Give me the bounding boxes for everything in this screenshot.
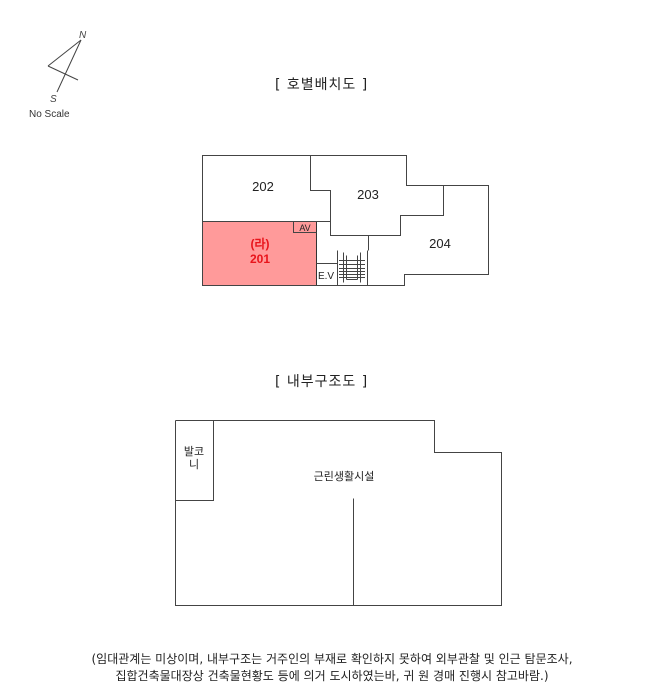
- interior-layout-title: [ 내부구조도 ]: [275, 374, 369, 390]
- unit-204-label: 204: [429, 236, 451, 251]
- balcony-label-line2: 니: [189, 458, 199, 471]
- scale-note: No Scale: [29, 109, 70, 120]
- interior-walls: [175, 420, 502, 606]
- floor-plan-walls: [202, 155, 489, 286]
- unit-203-label: 203: [357, 187, 379, 202]
- ev-label: E.V: [318, 271, 334, 282]
- north-label: N: [79, 30, 87, 41]
- interior-layout-plan: 발코 니 근린생활시설: [175, 420, 502, 606]
- unit-layout-plan: 202 203 204 (라) 201 AV E.V: [202, 155, 489, 286]
- unit-layout-title: [ 호별배치도 ]: [275, 77, 369, 93]
- unit-201-prefix: (라): [250, 236, 269, 251]
- balcony-label-line1: 발코: [184, 445, 204, 458]
- unit-202-label: 202: [252, 179, 274, 194]
- main-room-label: 근린생활시설: [314, 469, 375, 483]
- note-line-1: (임대관계는 미상이며, 내부구조는 거주인의 부재로 확인하지 못하여 외부관…: [91, 652, 573, 666]
- stair-icon: [339, 260, 365, 278]
- av-label: AV: [299, 223, 310, 233]
- unit-201-label: 201: [250, 252, 270, 266]
- south-label: S: [50, 94, 57, 105]
- north-arrow-compass-icon: N S: [47, 30, 87, 105]
- note-line-2: 집합건축물대장상 건축물현황도 등에 의거 도시하였는바, 귀 원 경매 진행시…: [115, 669, 549, 683]
